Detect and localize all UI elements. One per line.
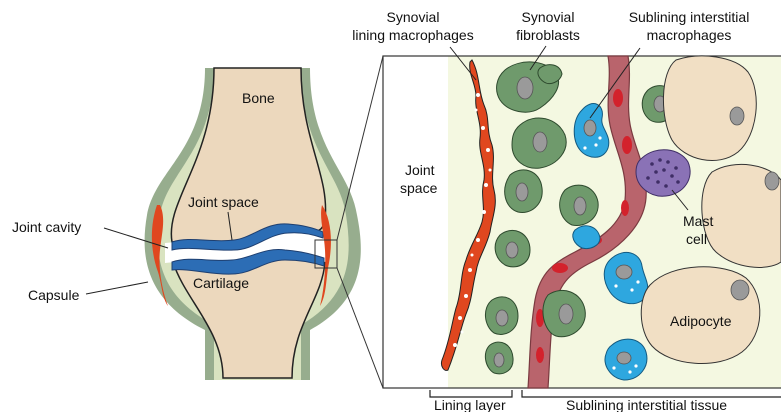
label-joint-cavity: Joint cavity <box>12 219 81 235</box>
joint-space-area <box>383 56 448 388</box>
label-cartilage: Cartilage <box>193 275 249 291</box>
zoom-line-top <box>337 56 383 240</box>
label-joint-space: Joint space <box>188 194 259 210</box>
label-capsule: Capsule <box>28 287 80 303</box>
bracket-lining-layer <box>430 390 512 397</box>
label-sublining-macrophages-1: Sublining interstitial <box>629 9 750 25</box>
adipocyte <box>663 56 756 161</box>
label-joint-space-zoom-1: Joint <box>405 162 435 178</box>
tissue-zoom: Synovial lining macrophages Synovial fib… <box>352 9 781 412</box>
macrophage <box>573 226 600 249</box>
mast-cell <box>636 150 690 197</box>
label-adipocyte: Adipocyte <box>670 313 732 329</box>
label-sublining-tissue: Sublining interstitial tissue <box>566 397 727 412</box>
label-synovial-lining-2: lining macrophages <box>352 27 473 43</box>
label-bone: Bone <box>242 90 275 106</box>
label-mast-cell-2: cell <box>686 231 707 247</box>
label-fibroblasts-1: Synovial <box>522 9 575 25</box>
fibroblast <box>538 65 562 84</box>
joint-overview: Bone Joint space Joint cavity Cartilage … <box>12 56 383 388</box>
label-fibroblasts-2: fibroblasts <box>516 27 580 43</box>
label-synovial-lining-1: Synovial <box>387 9 440 25</box>
bracket-sublining-tissue <box>522 390 781 397</box>
zoom-line-bottom <box>337 268 383 388</box>
label-sublining-macrophages-2: macrophages <box>647 27 732 43</box>
label-joint-space-zoom-2: space <box>400 180 438 196</box>
pointer-capsule <box>86 282 148 294</box>
label-mast-cell-1: Mast <box>683 213 713 229</box>
label-lining-layer: Lining layer <box>434 397 506 412</box>
